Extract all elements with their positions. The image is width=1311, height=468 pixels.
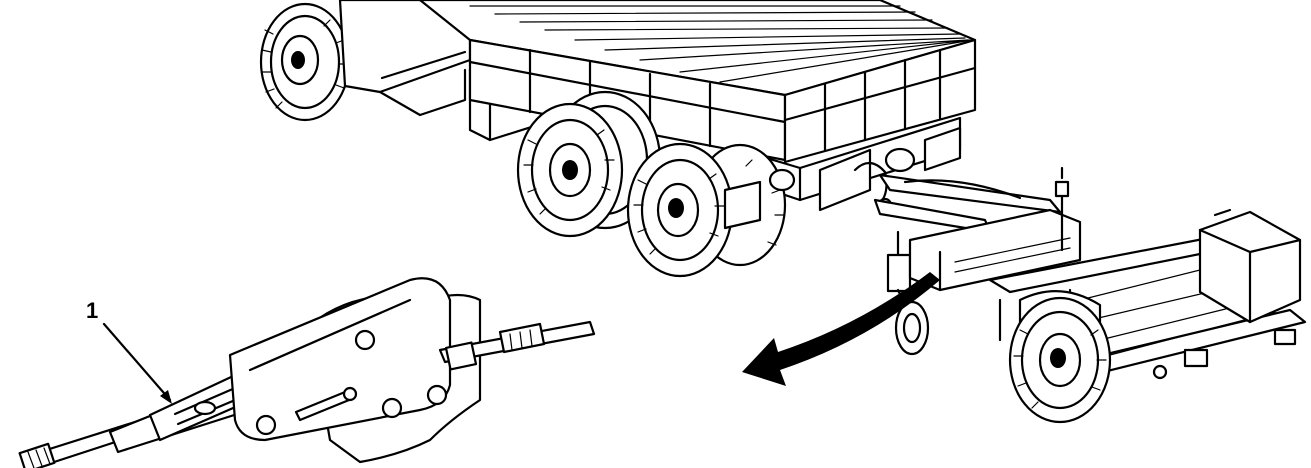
callout-1: 1 [86,298,172,404]
callout-label: 1 [86,298,98,323]
hitch-detail-illustration [18,277,596,468]
truck-front-wheel [259,2,351,122]
trailer-jack-stand [886,230,930,356]
trailer-illustration [873,166,1307,424]
callout-arrowhead [160,390,172,404]
trailer-rear-box [1198,208,1302,324]
callout-leader-line [102,322,172,402]
trailer-wheel [1008,290,1112,424]
rotation-arrow-icon [742,272,940,386]
truck-illustration [259,0,977,278]
